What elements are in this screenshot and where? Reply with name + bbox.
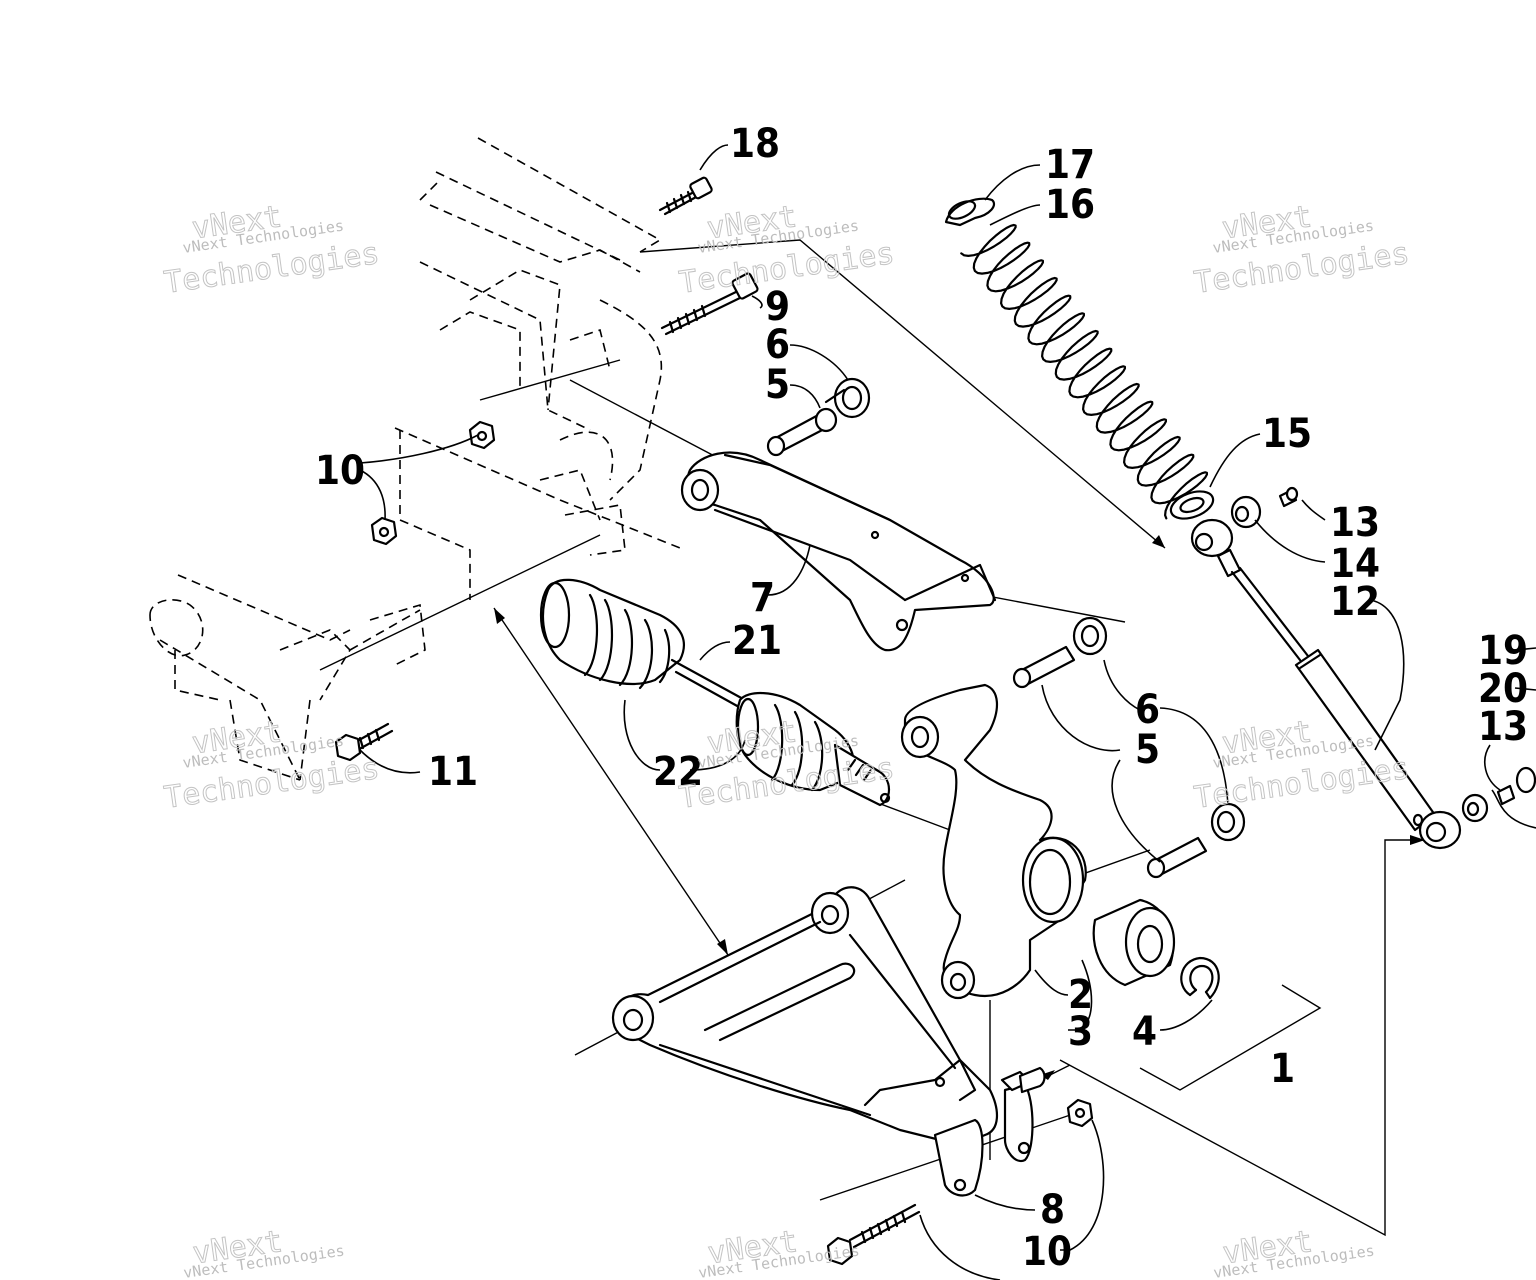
spacer-5-lower-top [1012,645,1076,689]
spacer-5-lower-bottom [1146,836,1208,879]
watermark-mid-right: vNext vNext Technologies Technologies [1192,714,1413,817]
bolt-11 [334,722,394,762]
watermark-mid-center: vNext vNext Technologies Technologies [677,714,898,817]
watermark-mid-left: vNext vNext Technologies Technologies [162,714,383,817]
nut-10-lower [370,516,398,546]
bushing-20 [1461,793,1489,823]
nut-10-upper [468,420,496,450]
watermark-bottom-center: vNext vNext Technologies [697,1224,860,1280]
callout-22: 22 [653,749,703,795]
callout-5-lower: 5 [1135,727,1160,773]
callout-1: 1 [1270,1046,1295,1092]
nut-10-arm [1066,1098,1094,1128]
watermark-top-right: vNext vNext Technologies Technologies [1192,199,1413,302]
spring-retainer-17 [944,197,996,227]
watermarks: vNext vNext Technologies Technologies vN… [162,199,1413,1280]
callout-10-upper: 10 [315,448,365,494]
lower-a-arm [611,886,1046,1197]
callout-18: 18 [730,121,780,167]
callout-15: 15 [1262,411,1312,457]
callout-8: 8 [1040,1187,1065,1233]
callout-11: 11 [428,749,478,795]
callout-6-upper: 6 [765,322,790,368]
bolt-18 [658,176,713,216]
watermark-top-center: vNext vNext Technologies Technologies [677,199,898,302]
snap-ring-4 [1180,956,1220,1000]
callout-19: 19 [1478,628,1528,674]
watermark-bottom-left: vNext vNext Technologies [182,1224,345,1280]
callout-7: 7 [750,575,775,621]
frame-outline [149,137,681,781]
callout-4: 4 [1132,1009,1157,1055]
callout-12: 12 [1330,579,1380,625]
bushing-6-lower-bottom [1210,802,1246,842]
callout-6-lower: 6 [1135,687,1160,733]
bushing-14 [1230,495,1262,529]
steering-knuckle-2 [900,683,1087,1000]
callout-10-lower: 10 [1022,1229,1072,1275]
shock-absorber-12 [1190,518,1462,850]
callout-21: 21 [732,618,782,664]
upper-control-arm-7 [680,451,997,652]
bearing-3 [1092,898,1176,987]
watermark-bottom-right: vNext vNext Technologies [1212,1224,1375,1280]
callout-14: 14 [1330,541,1380,587]
assembly-arrows [493,239,1425,1237]
callout-13-lower: 13 [1478,704,1528,750]
callout-labels: 18 17 16 9 6 5 15 10 13 14 12 7 21 19 20… [315,121,1528,1275]
callout-5-upper: 5 [765,362,790,408]
watermark-top-left: vNext vNext Technologies Technologies [162,199,383,302]
callout-2: 2 [1068,972,1093,1018]
leader-lines [359,144,1536,1280]
bushing-6-lower-top [1072,616,1108,656]
washer-19 [1515,766,1536,794]
bushing-6-upper [824,377,871,419]
callout-16: 16 [1045,182,1095,228]
spacer-5-upper [766,407,838,457]
sleeve-13-lower [1496,784,1516,806]
sleeve-13-upper [1278,486,1299,508]
coil-spring-16 [960,223,1208,520]
callout-13-upper: 13 [1330,500,1380,546]
callout-17: 17 [1045,142,1095,188]
bolt-9 [660,272,759,336]
bolt-8 [826,1203,921,1266]
spring-seat-15 [1169,490,1215,520]
callout-3: 3 [1068,1009,1093,1055]
drive-axle-21 [539,578,891,807]
callout-9: 9 [765,284,790,330]
callout-20: 20 [1478,666,1528,712]
